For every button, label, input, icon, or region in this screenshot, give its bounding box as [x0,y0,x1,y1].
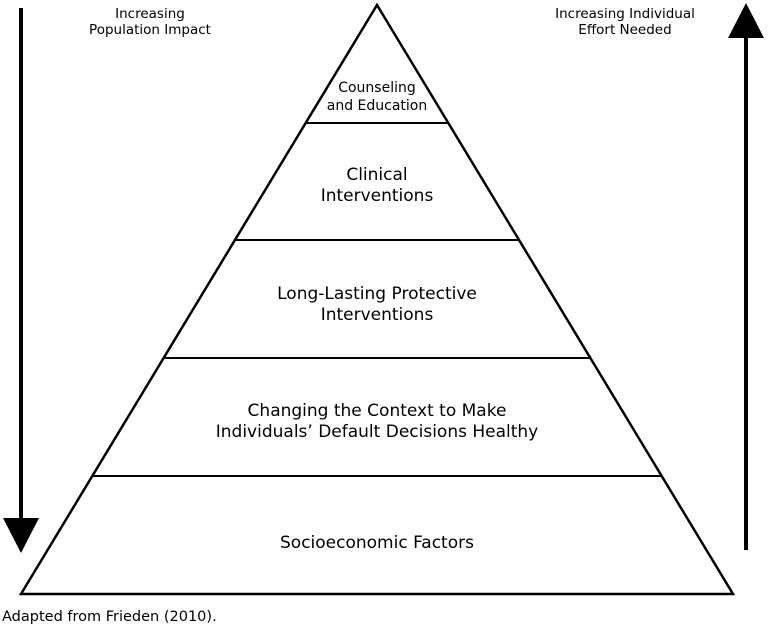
tier-label-line: Interventions [320,186,434,207]
tier-label-socioeconomic: Socioeconomic Factors [127,533,627,554]
tier-label-clinical: Clinical Interventions [227,165,527,208]
right-arrow-label: Increasing Individual Effort Needed [515,6,735,39]
pyramid-outline [18,2,736,596]
tier-label-changing-context: Changing the Context to Make Individuals… [127,401,627,444]
tier-label-counseling: Counseling and Education [277,80,477,115]
left-arrow-label-line: Increasing [115,6,185,22]
right-arrow-label-line: Effort Needed [578,21,672,38]
left-arrow-label-line: Population Impact [89,21,211,38]
tier-label-line: Socioeconomic Factors [280,533,474,553]
right-arrow-head [728,3,764,38]
tier-label-long-lasting: Long-Lasting Protective Interventions [177,284,577,327]
tier-label-line: Interventions [320,305,434,326]
tier-label-line: Clinical [346,165,408,185]
tier-label-line: Long-Lasting Protective [277,284,477,304]
tier-label-line: Changing the Context to Make [247,401,507,421]
tier-label-line: and Education [326,97,428,114]
source-caption: Adapted from Frieden (2010). [2,609,217,625]
left-arrow-label: Increasing Population Impact [40,6,260,39]
tier-label-line: Individuals’ Default Decisions Healthy [215,422,539,443]
right-arrow-label-line: Increasing Individual [555,6,695,22]
tier-label-line: Counseling [338,80,416,96]
left-arrow-head [3,518,39,553]
